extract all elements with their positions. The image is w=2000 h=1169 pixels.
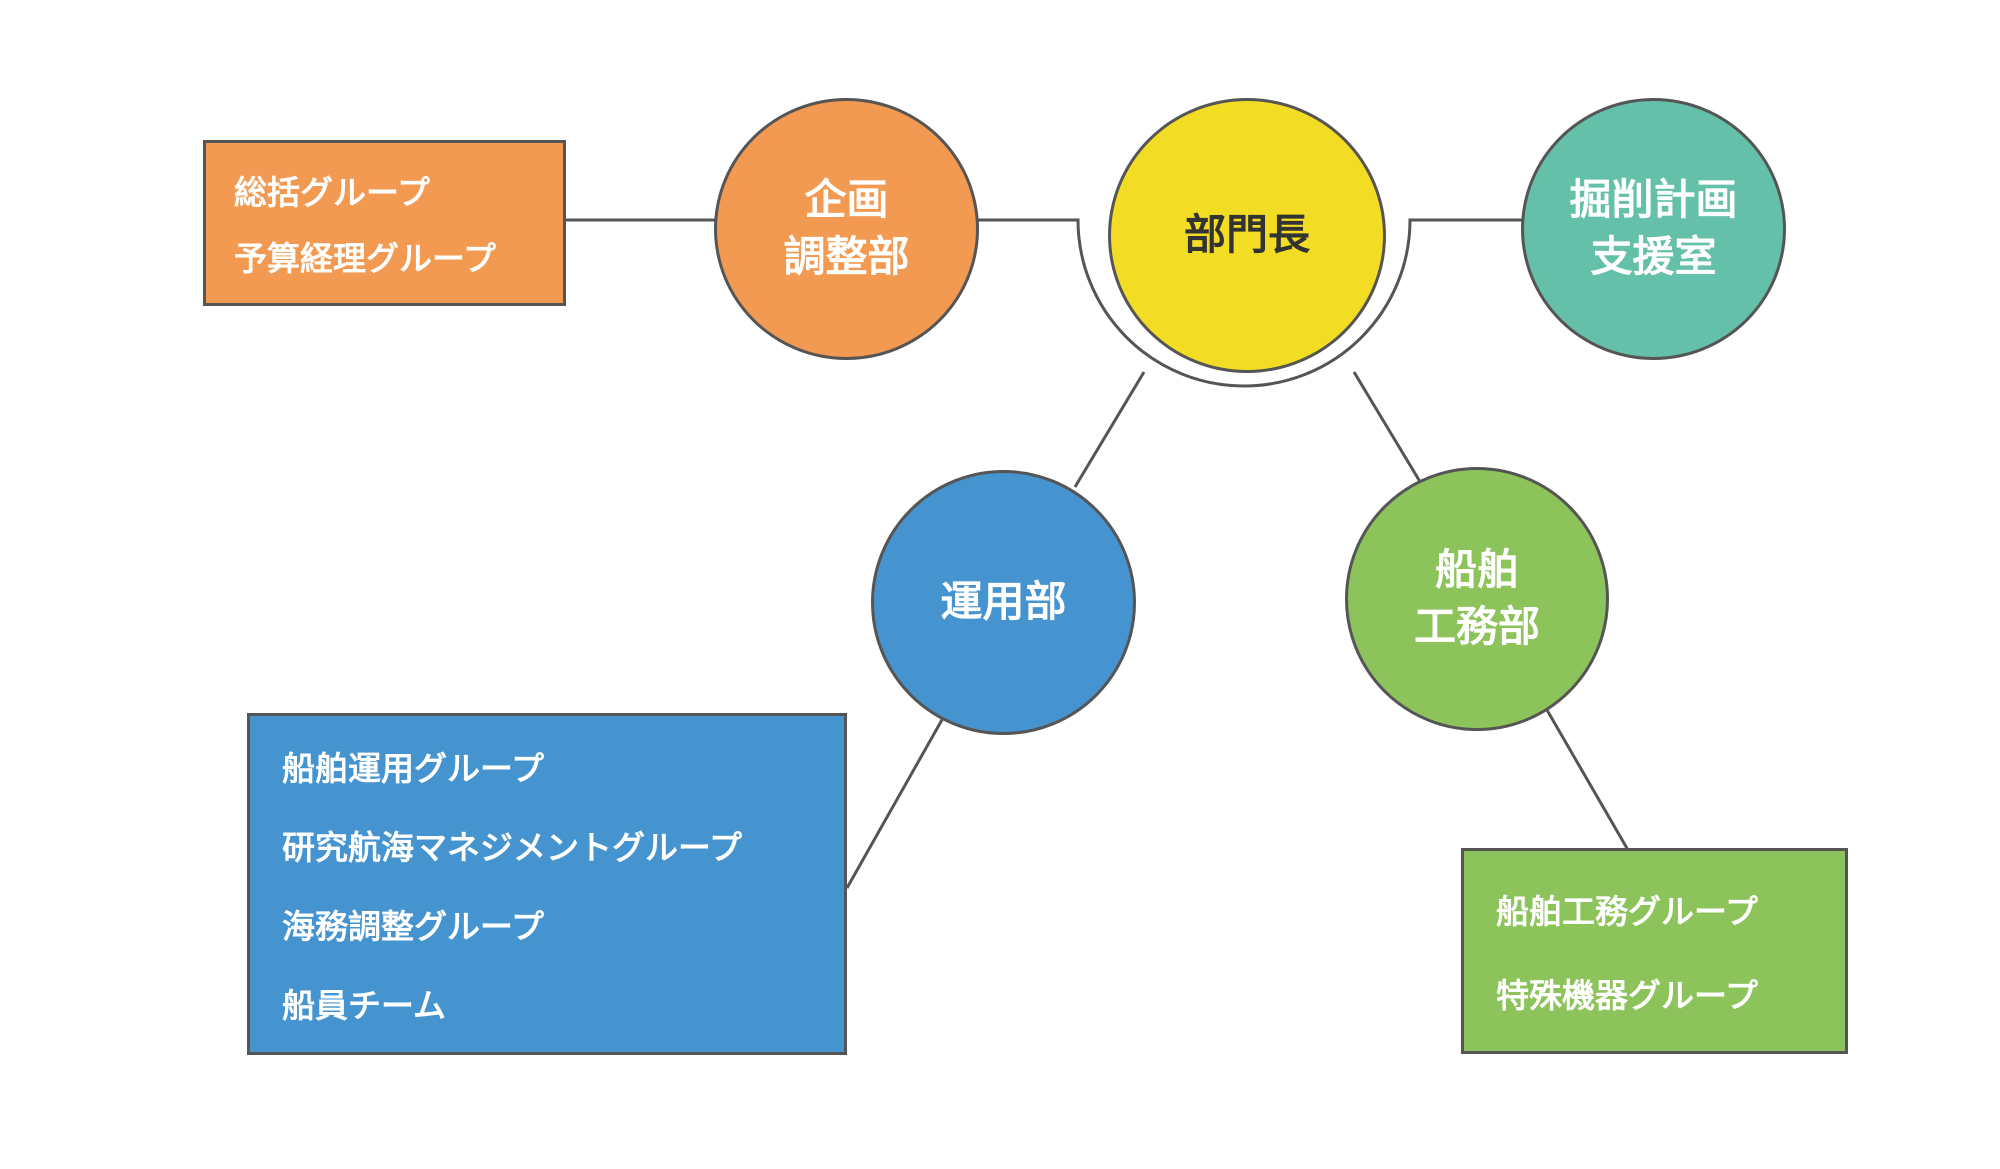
ship-engineering-department-label: 船舶 工務部	[1413, 545, 1540, 651]
planning-department-label: 企画 調整部	[783, 175, 910, 281]
planning-department-node: 企画 調整部	[714, 98, 979, 360]
group-item: 船舶運用グループ	[282, 748, 545, 788]
operations-department-node: 運用部	[871, 470, 1136, 735]
group-item: 船舶工務グループ	[1496, 892, 1759, 931]
operations-department-label: 運用部	[940, 577, 1067, 627]
head-label: 部門長	[1183, 210, 1310, 260]
connector-head-ship-engineering	[1352, 371, 1424, 486]
ship-engineering-department-node: 船舶 工務部	[1345, 467, 1609, 731]
head-node: 部門長	[1108, 98, 1386, 373]
group-item: 総括グループ	[234, 173, 431, 212]
operations-groups-box: 船舶運用グループ 研究航海マネジメントグループ 海務調整グループ 船員チーム	[247, 713, 847, 1055]
group-item: 特殊機器グループ	[1496, 976, 1759, 1015]
ship-engineering-groups-box: 船舶工務グループ 特殊機器グループ	[1461, 848, 1848, 1054]
connector-head-operations	[1073, 371, 1146, 488]
group-item: 船員チーム	[282, 985, 447, 1025]
connector-ship-engineering-groups	[1545, 709, 1630, 851]
drilling-support-label: 掘削計画 支援室	[1569, 175, 1738, 281]
group-item: 海務調整グループ	[282, 906, 545, 946]
drilling-support-node: 掘削計画 支援室	[1521, 98, 1786, 360]
connector-head-arc	[974, 218, 1526, 388]
planning-groups-box: 総括グループ 予算経理グループ	[203, 140, 566, 306]
group-item: 予算経理グループ	[234, 239, 497, 278]
connector-operations-groups	[845, 717, 945, 889]
group-item: 研究航海マネジメントグループ	[282, 827, 743, 867]
